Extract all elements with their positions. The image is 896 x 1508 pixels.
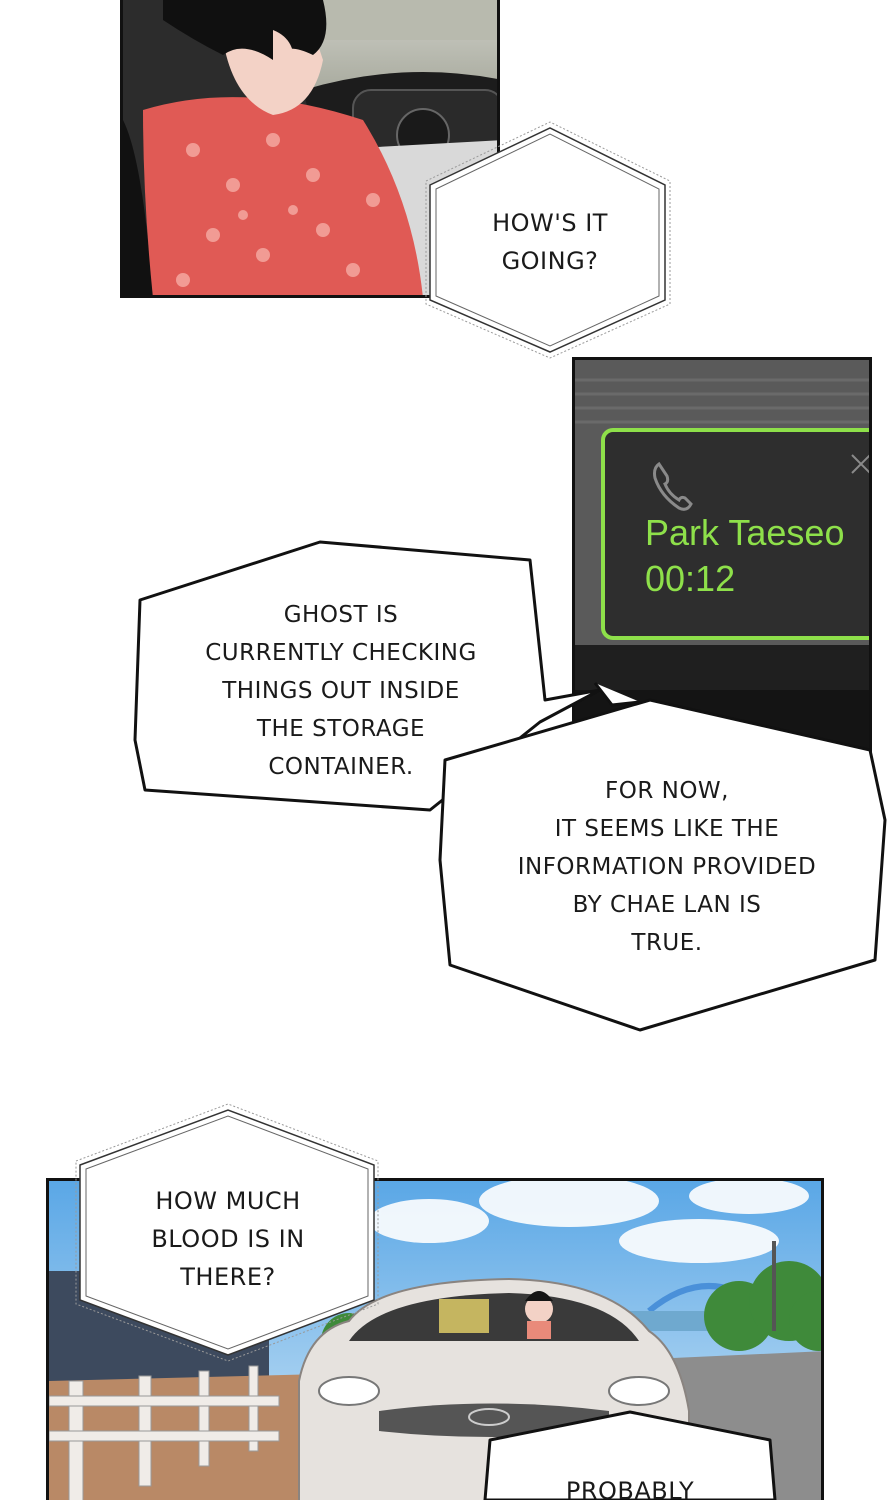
phone-icon <box>653 461 693 511</box>
bubble-line: GHOST IS <box>283 602 399 628</box>
bubble-line: PROBABLY <box>565 1477 695 1505</box>
bubble-line: GOING? <box>501 247 599 275</box>
bubble-line: TRUE. <box>631 930 703 956</box>
bubble-how-much-blood-shape <box>75 1103 379 1362</box>
bubble-line: BY CHAE LAN IS <box>572 892 762 918</box>
bubble-line: HOW MUCH <box>155 1187 301 1215</box>
bubble-line: THERE? <box>180 1263 276 1291</box>
bubble-probably: PROBABLY <box>520 1474 740 1508</box>
bubble-for-now: FOR NOW, IT SEEMS LIKE THE INFORMATION P… <box>500 772 834 962</box>
bubble-how-much-blood: HOW MUCH BLOOD IS IN THERE? <box>126 1182 330 1296</box>
bubble-ghost-checking: GHOST IS CURRENTLY CHECKING THINGS OUT I… <box>176 596 506 786</box>
bubble-line: BLOOD IS IN <box>151 1225 305 1253</box>
caller-name: Park Taeseo <box>645 512 845 553</box>
bubble-line: IT SEEMS LIKE THE <box>554 816 780 842</box>
bubble-line: HOW'S IT <box>492 209 608 237</box>
bubble-for-now-shape <box>438 698 887 1032</box>
panel-phone-call: Park Taeseo 00:12 <box>572 357 872 753</box>
call-notification-card: Park Taeseo 00:12 <box>601 428 872 640</box>
call-timer: 00:12 <box>645 558 736 599</box>
bubble-line: THINGS OUT INSIDE <box>222 678 460 704</box>
bubble-hows-it-going-shape <box>425 121 671 359</box>
bubble-ghost-shape <box>133 540 602 812</box>
bubble-line: INFORMATION PROVIDED <box>517 854 817 880</box>
bubble-line: FOR NOW, <box>605 778 729 804</box>
bubble-hows-it-going: HOW'S IT GOING? <box>470 204 630 280</box>
close-icon[interactable] <box>849 452 872 476</box>
bubble-line: THE STORAGE <box>256 716 426 742</box>
bubble-line: CONTAINER. <box>268 754 414 780</box>
bubble-probably-shape <box>483 1410 777 1500</box>
bubble-line: CURRENTLY CHECKING <box>205 640 477 666</box>
